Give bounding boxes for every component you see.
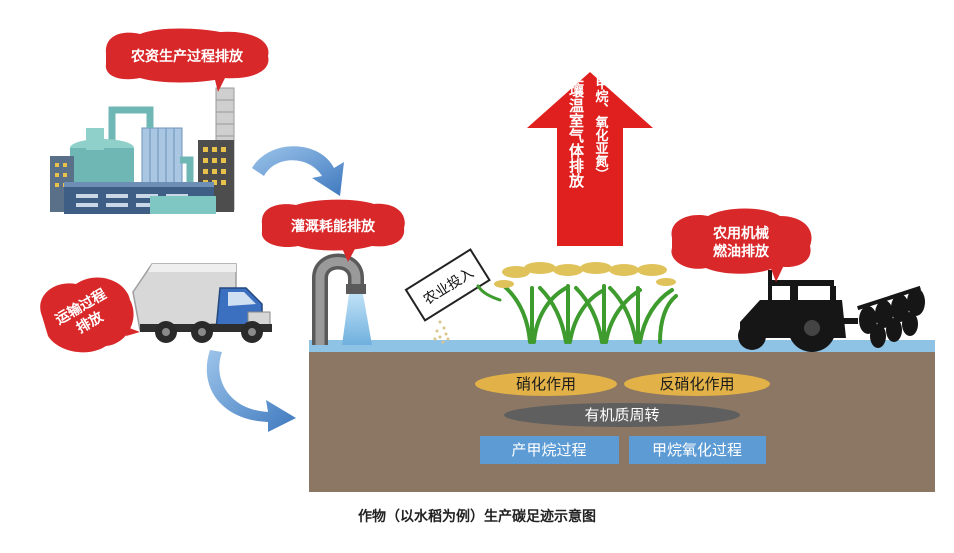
- flow-arrow-truck-to-soil: [206, 350, 296, 432]
- tractor-illustration: [738, 270, 925, 352]
- methanogenesis-box: 产甲烷过程: [480, 436, 619, 464]
- rice-plants: [476, 284, 678, 344]
- bubble-factory-emission: 农资生产过程排放: [105, 28, 269, 92]
- rice-grains: [494, 262, 676, 288]
- flow-arrow-factory-to-irrigation: [252, 146, 344, 196]
- soil-gas-label-line2: （甲烷、氧化亚氮）: [593, 64, 610, 181]
- methane-oxidation-label: 甲烷氧化过程: [652, 441, 742, 459]
- methanogenesis-label: 产甲烷过程: [511, 441, 586, 459]
- bubble-transport-emission: 运输过程 排放: [40, 277, 140, 353]
- factory-emission-label: 农资生产过程排放: [130, 48, 244, 65]
- nitrification-pill: 硝化作用: [475, 372, 617, 396]
- methane-oxidation-box: 甲烷氧化过程: [629, 436, 766, 464]
- nitrification-label: 硝化作用: [516, 375, 576, 393]
- bubble-irrigation-emission: 灌溉耗能排放: [261, 199, 405, 262]
- machinery-emission-label-line2: 燃油排放: [713, 243, 770, 260]
- irrigation-emission-label: 灌溉耗能排放: [291, 218, 376, 235]
- soil-block: [309, 340, 935, 492]
- irrigation-pipe: [312, 253, 372, 345]
- water-stream: [342, 294, 372, 345]
- factory-illustration: [50, 87, 235, 214]
- fertilizer-grains: [433, 320, 450, 344]
- machinery-emission-label-line1: 农用机械: [712, 225, 769, 242]
- bubble-machinery-emission: 农用机械 燃油排放: [671, 208, 812, 282]
- soil-gas-emission-arrow: 土壤温室气体排放 （甲烷、氧化亚氮）: [527, 64, 653, 246]
- denitrification-label: 反硝化作用: [659, 375, 734, 393]
- organic-cycle-label: 有机质周转: [584, 406, 659, 424]
- soil-gas-label-line1: 土壤温室气体排放: [567, 67, 585, 189]
- figure-caption: 作物（以水稻为例）生产碳足迹示意图: [358, 509, 596, 525]
- water-layer: [309, 340, 935, 352]
- truck-illustration: [132, 263, 272, 343]
- organic-cycle-pill: 有机质周转: [504, 403, 740, 427]
- agri-input-bag: 农业投入: [404, 248, 491, 344]
- denitrification-pill: 反硝化作用: [624, 372, 770, 396]
- plow-discs: [856, 285, 925, 348]
